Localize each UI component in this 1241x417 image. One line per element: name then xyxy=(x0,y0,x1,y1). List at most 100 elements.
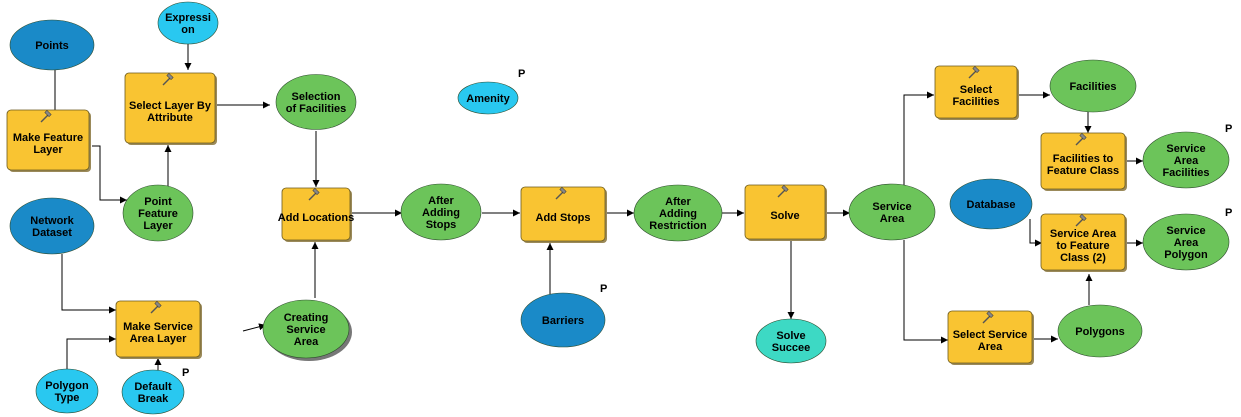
variable-oval xyxy=(949,178,1033,230)
node-label: Area xyxy=(1174,155,1199,167)
node-label: Adding xyxy=(659,208,697,220)
node-label: Point xyxy=(144,196,172,208)
node-label: Layer xyxy=(33,144,63,156)
variable-oval xyxy=(35,368,99,414)
node-label: Points xyxy=(35,40,69,52)
hammer-icon xyxy=(555,186,567,200)
hammer-icon xyxy=(968,65,980,79)
node-label: Solve xyxy=(770,210,799,222)
tool-box xyxy=(744,184,826,240)
node-label: Polygon xyxy=(45,380,89,392)
node-label: Service xyxy=(286,324,325,336)
node-label: Class (2) xyxy=(1060,252,1106,264)
connector-arrow xyxy=(1029,219,1042,247)
node-label: Select Service xyxy=(953,329,1028,341)
hammer-icon xyxy=(777,184,789,198)
node-label: on xyxy=(181,24,195,36)
node-add-locations[interactable]: Add Locations xyxy=(278,187,354,242)
node-label: Break xyxy=(138,393,169,405)
variable-oval xyxy=(400,183,482,241)
node-label: Service xyxy=(872,201,911,213)
node-label: Amenity xyxy=(466,93,510,105)
connector-arrow xyxy=(903,240,948,344)
node-label: Service xyxy=(1166,225,1205,237)
node-polygons[interactable]: Polygons xyxy=(1057,304,1143,358)
hammer-icon xyxy=(40,109,52,123)
variable-oval xyxy=(9,197,95,255)
parameter-marker: P xyxy=(600,283,607,295)
tool-box xyxy=(1040,132,1126,190)
node-facilities[interactable]: Facilities xyxy=(1049,59,1137,113)
node-barriers[interactable]: Barriers P xyxy=(520,283,607,348)
node-label: Select xyxy=(960,84,993,96)
node-label: Add Stops xyxy=(536,212,591,224)
node-label: Stops xyxy=(426,219,457,231)
node-label: Selection xyxy=(292,91,341,103)
node-label: Area xyxy=(294,336,319,348)
node-label: Creating xyxy=(284,312,329,324)
variable-oval xyxy=(848,183,936,241)
variable-oval xyxy=(1057,304,1143,358)
node-label: Area xyxy=(1174,237,1199,249)
tool-box xyxy=(947,310,1033,364)
node-label: Add Locations xyxy=(278,212,354,224)
node-label: Succee xyxy=(772,342,811,354)
variable-oval xyxy=(1142,213,1230,271)
connector-arrow xyxy=(61,254,116,314)
variable-oval xyxy=(633,184,723,242)
node-label: Feature Class xyxy=(1047,165,1119,177)
hammer-icon xyxy=(150,300,162,314)
node-solve[interactable]: Solve xyxy=(744,184,827,241)
node-label: Attribute xyxy=(147,112,193,124)
variable-oval xyxy=(122,184,194,242)
node-label: Barriers xyxy=(542,315,584,327)
node-label: Area Layer xyxy=(130,333,188,345)
node-label: Dataset xyxy=(32,227,72,239)
hammer-icon xyxy=(982,310,994,324)
node-label: to Feature xyxy=(1056,240,1109,252)
variable-oval xyxy=(275,74,357,130)
hammer-icon xyxy=(162,72,174,86)
node-label: Polygons xyxy=(1075,326,1125,338)
node-label: Select Layer By xyxy=(129,100,212,112)
node-label: Facilities xyxy=(1162,167,1209,179)
node-label: Database xyxy=(967,199,1016,211)
node-label: Adding xyxy=(422,207,460,219)
parameter-marker: P xyxy=(1225,123,1232,135)
parameter-marker: P xyxy=(518,68,525,80)
node-points[interactable]: Points xyxy=(9,19,95,71)
node-amenity[interactable]: Amenity P xyxy=(457,68,525,115)
connector-arrow xyxy=(903,91,934,186)
tool-box xyxy=(124,72,216,144)
hammer-icon xyxy=(1075,132,1087,146)
node-label: Restriction xyxy=(649,220,707,232)
variable-oval xyxy=(755,318,827,364)
tool-box xyxy=(1040,213,1126,271)
node-add-stops[interactable]: Add Stops xyxy=(520,186,607,243)
node-database[interactable]: Database xyxy=(949,178,1033,230)
tool-box xyxy=(934,65,1018,119)
node-label: Default xyxy=(134,381,172,393)
node-label: Solve xyxy=(776,330,805,342)
